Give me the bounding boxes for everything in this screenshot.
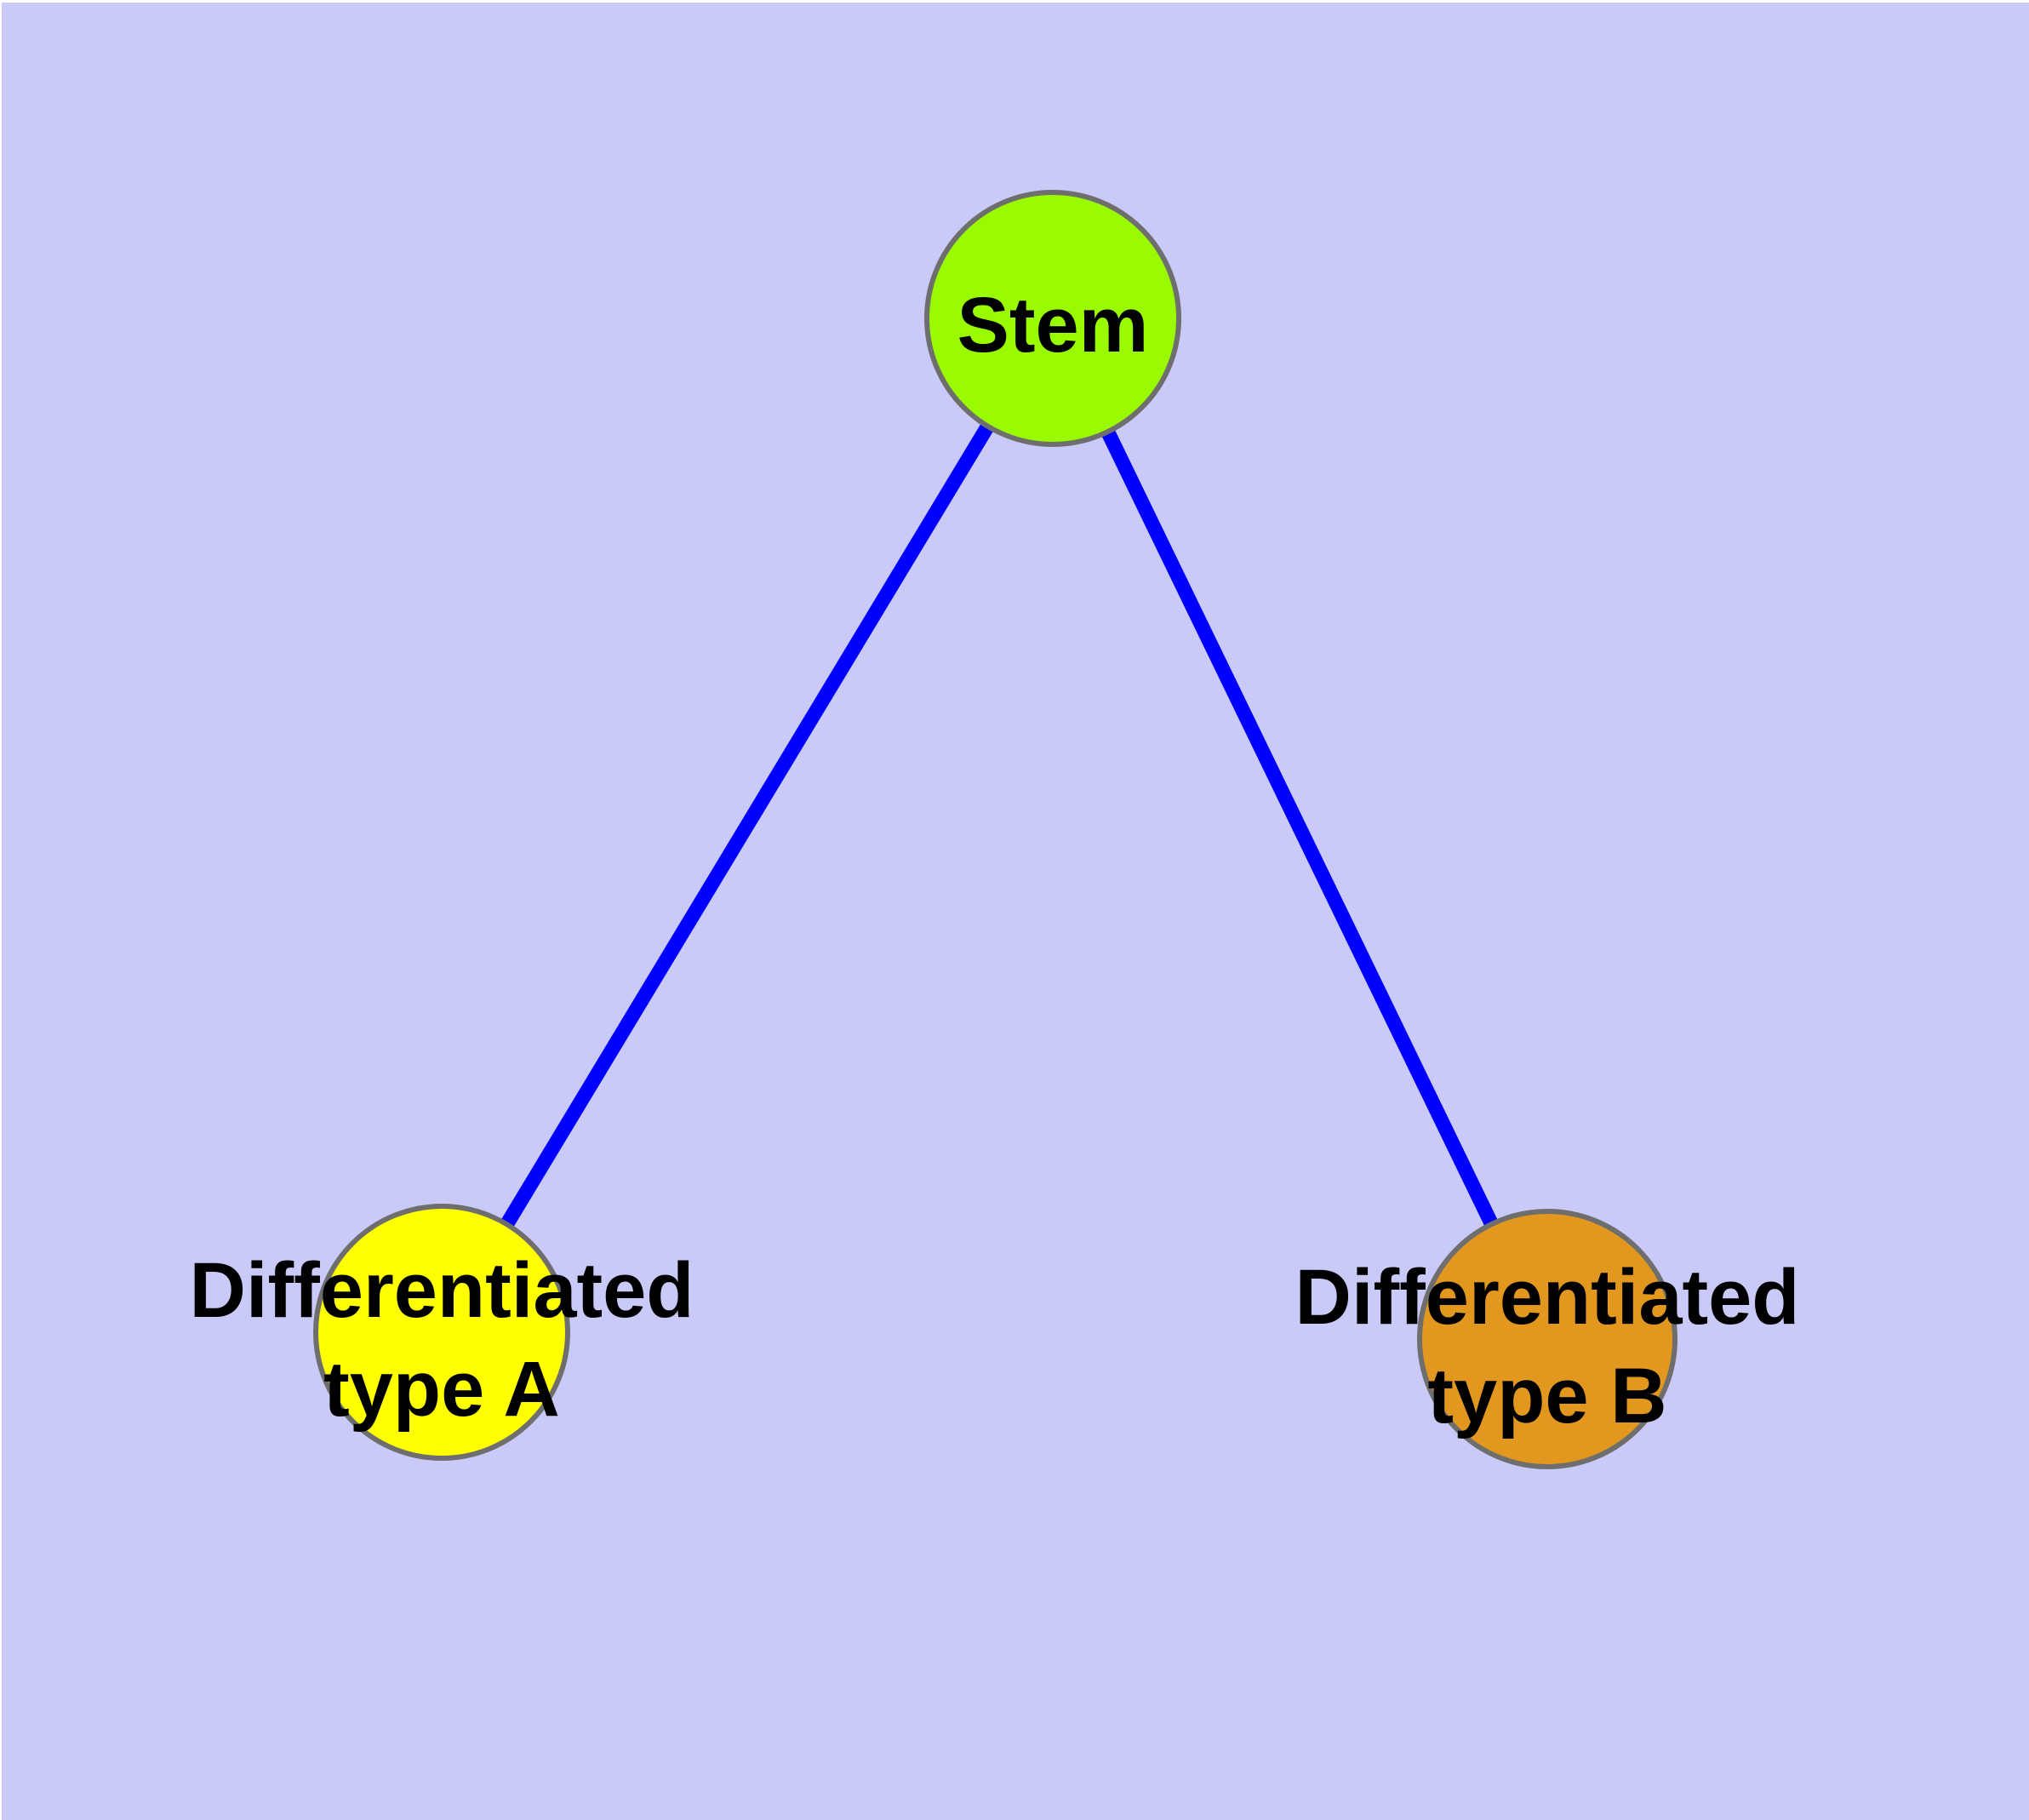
node-stem — [924, 190, 1181, 447]
edge-stem-to-type-b — [1046, 315, 1554, 1342]
node-type-b-label-line1: Differentiated — [1295, 1254, 1800, 1341]
edge-stem-to-type-a — [435, 314, 1060, 1336]
node-type-a-label-line2: type A — [323, 1346, 560, 1433]
node-type-b — [1417, 1209, 1677, 1469]
node-stem-label: Stem — [957, 282, 1149, 369]
node-type-a-label-line1: Differentiated — [190, 1247, 694, 1334]
node-type-a — [313, 1204, 570, 1461]
node-type-b-label-line2: type B — [1427, 1353, 1666, 1439]
